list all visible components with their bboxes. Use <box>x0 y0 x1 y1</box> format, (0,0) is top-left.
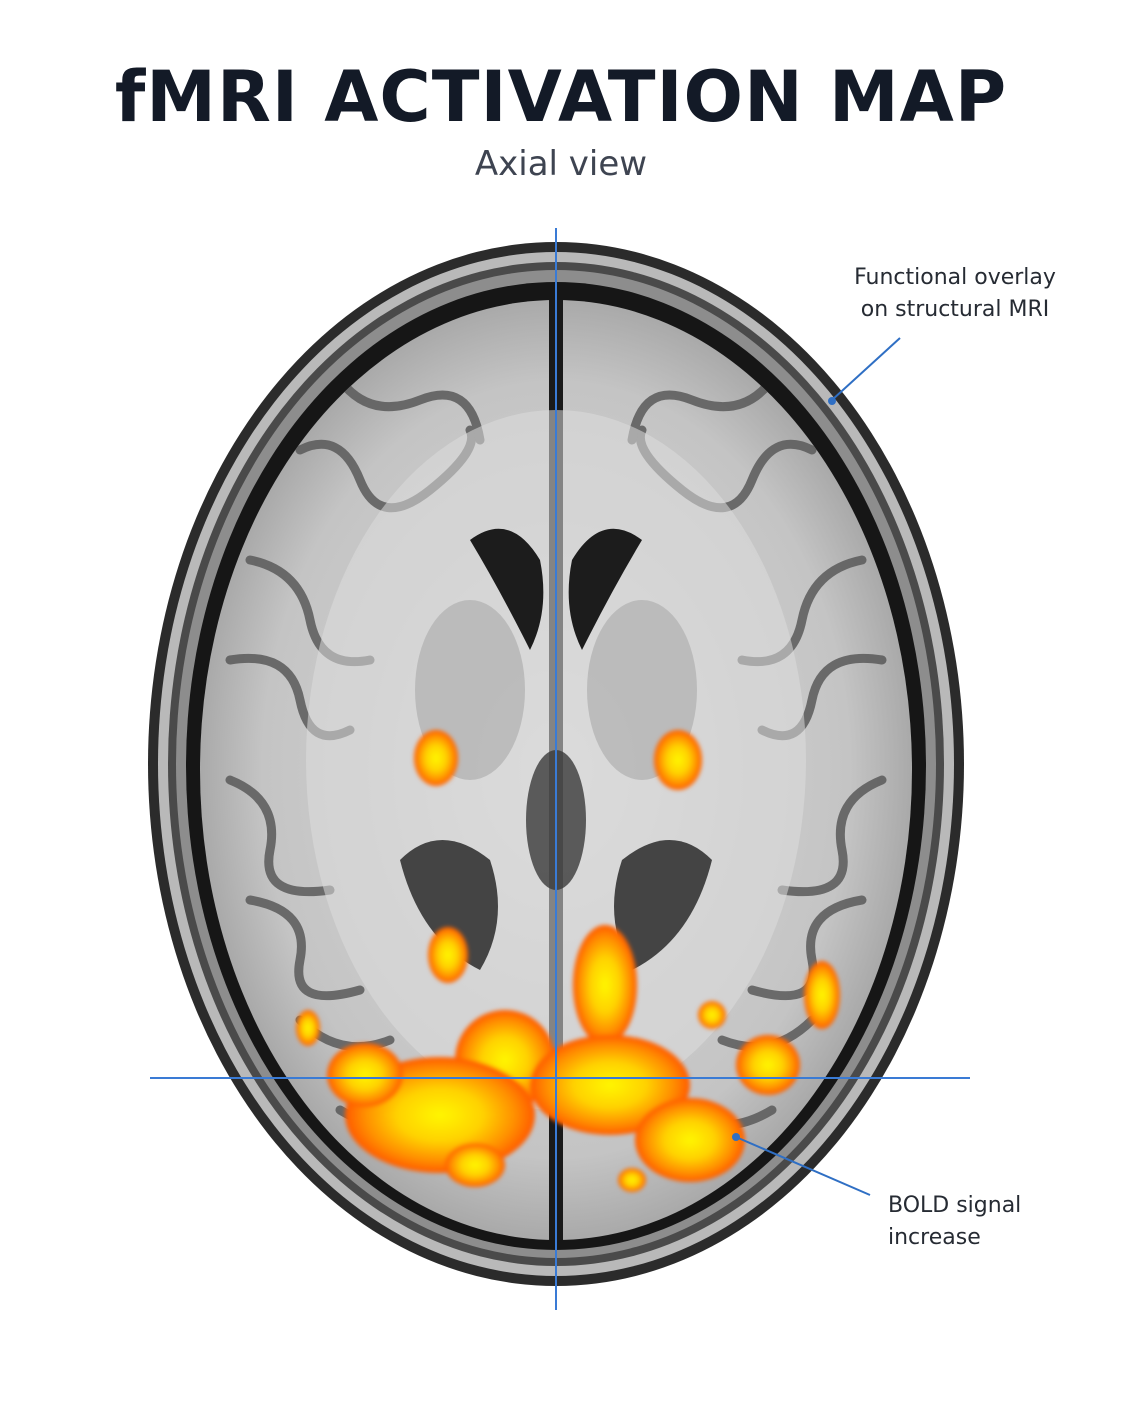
activation-cluster <box>635 1098 745 1182</box>
crosshair <box>150 228 970 1310</box>
leader-lines <box>732 337 901 1196</box>
annotation-functional-overlay: Functional overlay on structural MRI <box>820 262 1090 326</box>
activation-cluster <box>698 1001 726 1029</box>
annotation-overlay-line2: on structural MRI <box>860 297 1050 322</box>
activation-cluster <box>573 925 637 1045</box>
figure-title: fMRI ACTIVATION MAP <box>114 56 1008 138</box>
activation-cluster <box>618 1168 646 1192</box>
activation-cluster <box>414 730 458 786</box>
annotation-bold-line2: increase <box>888 1225 981 1250</box>
activation-cluster <box>428 927 468 983</box>
activation-cluster <box>445 1143 505 1187</box>
activation-cluster <box>736 1035 800 1095</box>
annotation-overlay-line1: Functional overlay <box>854 265 1056 290</box>
figure-subtitle: Axial view <box>474 144 648 184</box>
activation-cluster <box>804 961 840 1029</box>
activation-cluster <box>327 1043 403 1107</box>
annotation-bold-signal: BOLD signal increase <box>888 1190 1088 1254</box>
annotation-bold-line1: BOLD signal <box>888 1193 1022 1218</box>
activation-cluster <box>530 1035 690 1135</box>
activation-cluster <box>654 730 702 790</box>
activation-cluster <box>296 1010 320 1046</box>
activation-clusters <box>296 730 840 1192</box>
